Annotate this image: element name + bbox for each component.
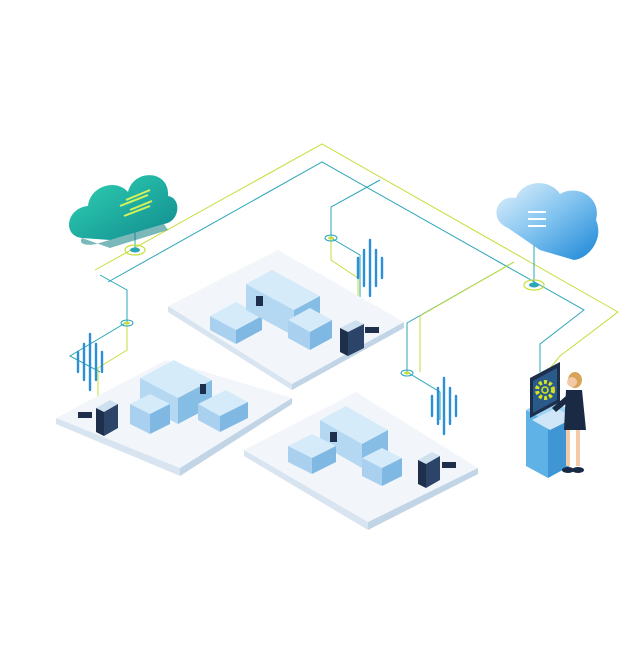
link-factory-top: [330, 179, 381, 300]
server-icon: [528, 211, 546, 227]
backbone-line-outer: [94, 143, 619, 373]
control-kiosk: [526, 362, 574, 478]
link-factory-right-yellow: [419, 261, 515, 372]
link-factory-left-yellow: [97, 322, 128, 400]
machine-block: [130, 394, 170, 434]
backbone-line-inner: [107, 161, 585, 372]
control-device: [418, 452, 456, 488]
gear-icon: [535, 380, 555, 400]
operator: [552, 372, 586, 473]
wifi-node-icon: [124, 244, 146, 256]
factory-platform-top: [168, 250, 404, 390]
machine-block: [198, 390, 248, 432]
green-cloud: [69, 175, 178, 248]
factory-platform-bottom: [244, 392, 478, 530]
speed-lines-icon: [119, 189, 153, 217]
factory-platform-left: [56, 360, 292, 476]
signal-wave-icon: [356, 238, 384, 298]
machine-block: [288, 308, 332, 350]
blue-cloud: [496, 183, 599, 260]
machine-block: [288, 434, 336, 474]
wifi-node-icon: [523, 279, 545, 291]
wifi-node-icon: [120, 319, 134, 327]
signal-wave-icon: [76, 332, 104, 392]
link-factory-right: [406, 261, 515, 420]
wifi-node-icon: [324, 234, 338, 242]
signal-wave-icon: [430, 376, 458, 436]
control-device: [340, 320, 379, 356]
machine-block: [362, 448, 402, 486]
control-device: [78, 400, 118, 436]
wifi-node-icon: [400, 369, 414, 377]
